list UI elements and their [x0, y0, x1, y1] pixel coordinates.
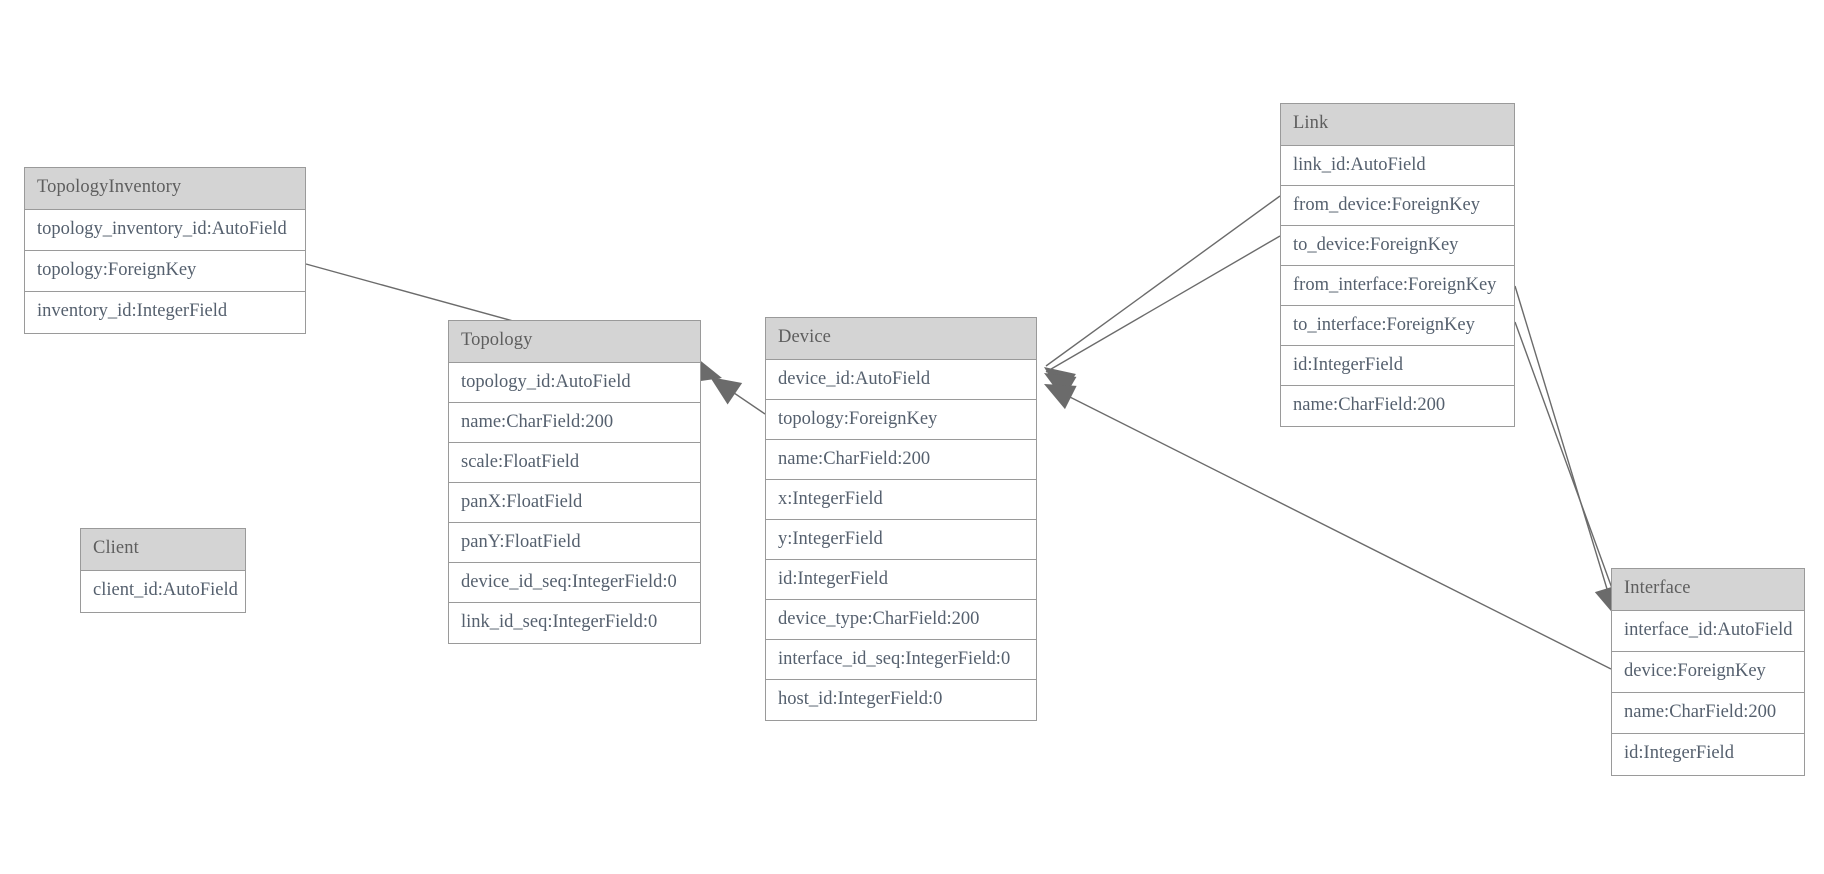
relationship-line: [1514, 285, 1615, 613]
entity-title-link: Link: [1281, 104, 1514, 146]
entity-field: from_device:ForeignKey: [1281, 186, 1514, 226]
entity-field: link_id_seq:IntegerField:0: [449, 603, 700, 643]
entity-field: name:CharField:200: [1612, 693, 1804, 734]
entity-field: topology:ForeignKey: [25, 251, 305, 292]
entity-field: device_id:AutoField: [766, 360, 1036, 400]
entity-title-interface: Interface: [1612, 569, 1804, 611]
relationship-arrowhead: [1044, 384, 1077, 410]
entity-field: from_interface:ForeignKey: [1281, 266, 1514, 306]
entity-field: scale:FloatField: [449, 443, 700, 483]
entity-field: device:ForeignKey: [1612, 652, 1804, 693]
entity-field: client_id:AutoField: [81, 571, 245, 612]
entity-field: host_id:IntegerField:0: [766, 680, 1036, 720]
entity-field: link_id:AutoField: [1281, 146, 1514, 186]
relationship-arrowhead: [1044, 367, 1076, 396]
entity-title-device: Device: [766, 318, 1036, 360]
entity-field: to_interface:ForeignKey: [1281, 306, 1514, 346]
entity-field: to_device:ForeignKey: [1281, 226, 1514, 266]
entity-field: topology_id:AutoField: [449, 363, 700, 403]
rel-device-topology: [710, 377, 766, 415]
entity-field: interface_id:AutoField: [1612, 611, 1804, 652]
entity-field: topology_inventory_id:AutoField: [25, 210, 305, 251]
relationship-line: [711, 377, 766, 415]
relationship-line: [1514, 321, 1622, 614]
relationship-arrowhead: [710, 377, 743, 405]
entity-title-topology: Topology: [449, 321, 700, 363]
entity-field: name:CharField:200: [766, 440, 1036, 480]
rel-link-to-device: [1044, 235, 1281, 400]
entity-field: panY:FloatField: [449, 523, 700, 563]
entity-field: interface_id_seq:IntegerField:0: [766, 640, 1036, 680]
entity-title-topologyinventory: TopologyInventory: [25, 168, 305, 210]
entity-field: inventory_id:IntegerField: [25, 292, 305, 333]
relationship-arrowhead: [1044, 373, 1077, 400]
entity-field: device_id_seq:IntegerField:0: [449, 563, 700, 603]
entity-field: id:IntegerField: [1281, 346, 1514, 386]
entity-field: id:IntegerField: [766, 560, 1036, 600]
entity-field: x:IntegerField: [766, 480, 1036, 520]
entity-field: y:IntegerField: [766, 520, 1036, 560]
entity-field: name:CharField:200: [449, 403, 700, 443]
entity-title-client: Client: [81, 529, 245, 571]
relationship-line: [1045, 235, 1281, 373]
entity-field: panX:FloatField: [449, 483, 700, 523]
relationship-line: [1045, 195, 1281, 367]
entity-field: device_type:CharField:200: [766, 600, 1036, 640]
entity-field: topology:ForeignKey: [766, 400, 1036, 440]
entity-field: name:CharField:200: [1281, 386, 1514, 426]
entity-field: id:IntegerField: [1612, 734, 1804, 775]
rel-link-from-device: [1044, 195, 1281, 396]
relationship-line: [1045, 384, 1612, 670]
